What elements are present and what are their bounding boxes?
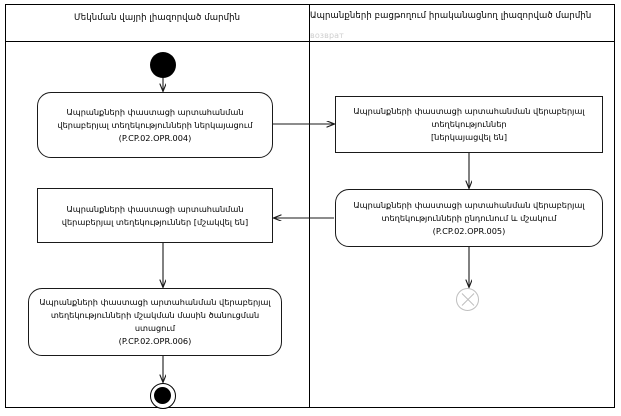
node-label: Ապրանքների փաստացի արտահանման վերաբերյալ… — [61, 203, 249, 227]
object-node-export-info-submitted[interactable]: Ապրանքների փաստացի արտահանման վերաբերյալ… — [335, 96, 603, 153]
initial-node[interactable] — [150, 52, 176, 78]
swimlane-header-divider — [5, 41, 615, 42]
swimlane-title-text: Մեկնման վայրի լիազորված մարմին — [73, 13, 241, 23]
swimlane-frame — [5, 4, 615, 408]
object-node-export-info-processed[interactable]: Ապրանքների փաստացի արտահանման վերաբերյալ… — [37, 188, 273, 243]
swimlane-header-release-authority: Ապրանքների բացթողում իրականացնող լիազորվ… — [310, 4, 615, 41]
action-node-receive-and-process-info[interactable]: Ապրանքների փաստացի արտահանման վերաբերյալ… — [335, 189, 603, 247]
swimlane-divider — [309, 4, 310, 408]
swimlane-header-departure-authority: Մեկնման վայրի լիազորված մարմին — [5, 4, 309, 41]
activity-final-node[interactable] — [150, 383, 176, 409]
swimlane-title-text: Ապրանքների բացթողում իրականացնող լիազորվ… — [310, 10, 592, 21]
node-label: Ապրանքների փաստացի արտահանման վերաբերյալ… — [39, 297, 271, 346]
flow-final-node[interactable] — [456, 288, 479, 311]
node-label: Ապրանքների փաստացի արտահանման վերաբերյալ… — [353, 106, 585, 142]
node-label: Ապրանքների փաստացի արտահանման վերաբերյալ… — [353, 199, 585, 236]
action-node-submit-export-info[interactable]: Ապրանքների փաստացի արտահանման վերաբերյալ… — [37, 92, 273, 158]
swimlane-subtitle-text: возврат — [310, 30, 344, 40]
node-label: Ապրանքների փաստացի արտահանման վերաբերյալ… — [57, 106, 253, 143]
action-node-receive-notification[interactable]: Ապրանքների փաստացի արտահանման վերաբերյալ… — [28, 288, 282, 356]
